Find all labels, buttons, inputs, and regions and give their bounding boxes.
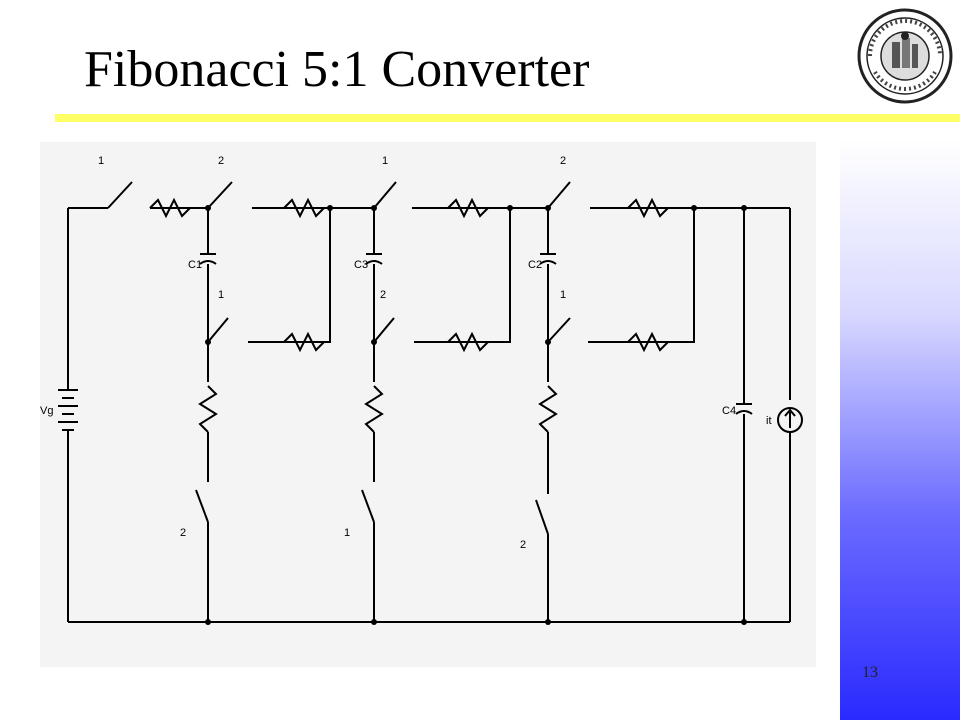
page-number: 13 <box>862 664 878 681</box>
capacitor-label-c2: C2 <box>528 259 542 271</box>
side-gradient-band <box>840 140 960 720</box>
mid-label-3: 1 <box>560 289 566 301</box>
mid-label-1: 1 <box>218 289 224 301</box>
bottom-switch-label-2: 1 <box>344 527 350 539</box>
capacitor-label-c4: C4 <box>722 405 736 417</box>
current-source-label: it <box>766 415 772 427</box>
capacitor-label-c1: C1 <box>188 259 202 271</box>
slide-title: Fibonacci 5:1 Converter <box>84 41 590 98</box>
phase-label-top-1: 1 <box>98 155 104 167</box>
phase-label-top-4: 2 <box>560 155 566 167</box>
capacitor-label-c3: C3 <box>354 259 368 271</box>
circuit-diagram: 1 2 1 2 1 2 1 C1 C3 C2 C4 2 1 2 Vg it <box>40 142 816 667</box>
mid-label-2: 2 <box>380 289 386 301</box>
phase-label-top-3: 1 <box>382 155 388 167</box>
bottom-switch-label-1: 2 <box>180 527 186 539</box>
title-rule <box>55 114 960 122</box>
university-seal-icon <box>857 8 953 104</box>
bottom-switch-label-3: 2 <box>520 539 526 551</box>
phase-label-top-2: 2 <box>218 155 224 167</box>
source-label-vg: Vg <box>40 405 53 417</box>
